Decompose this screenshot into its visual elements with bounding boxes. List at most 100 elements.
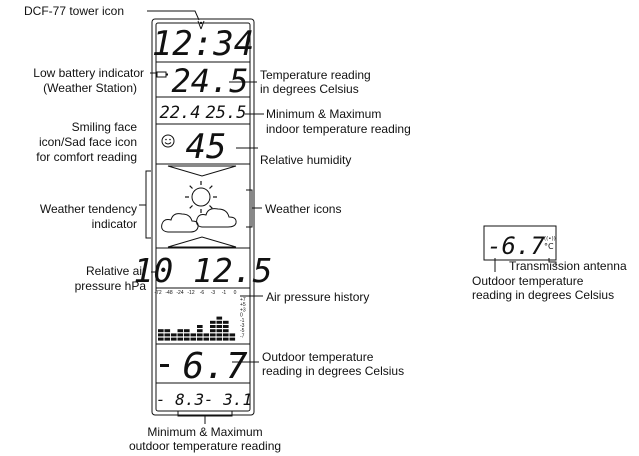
label-remote-outdoor-1: Outdoor temperature	[472, 274, 584, 288]
history-bar-segment	[164, 337, 171, 341]
history-bar-segment	[177, 329, 184, 333]
label-minmax-outdoor-1: Minimum & Maximum	[147, 425, 262, 439]
dcf-tower-icon	[197, 20, 205, 30]
history-bar-segment	[197, 337, 203, 341]
history-bar-segment	[223, 325, 229, 328]
label-air-history: Air pressure history	[266, 290, 369, 304]
label-transmission-antenna: Transmission antenna	[509, 259, 627, 273]
humidity-display: 45	[186, 127, 227, 167]
label-outdoor-temp-2: reading in degrees Celsius	[262, 364, 404, 378]
history-bar-segment	[203, 337, 210, 341]
history-bar-segment	[216, 337, 223, 341]
history-tick-label: -6	[200, 290, 205, 296]
history-bar-segment	[177, 333, 184, 337]
battery-icon	[156, 71, 167, 78]
label-smiling-2: icon/Sad face icon	[39, 135, 137, 149]
sun-icon	[185, 181, 217, 213]
history-bar-segment	[216, 325, 223, 328]
label-smiling-1: Smiling face	[72, 120, 138, 134]
history-bar-segment	[197, 333, 203, 337]
label-rel-air-2: pressure hPa	[75, 279, 147, 293]
history-bar-graph	[158, 316, 236, 341]
label-dcf-tower: DCF-77 tower icon	[24, 4, 124, 18]
history-bar-segment	[216, 329, 223, 333]
callout-lines	[139, 10, 264, 424]
history-bar-segment	[216, 333, 223, 337]
history-bar-segment	[164, 329, 171, 333]
history-scale-label: -1	[240, 318, 245, 324]
history-bar-segment	[210, 325, 216, 328]
indoor-temperature: 24.5	[171, 62, 248, 100]
tendency-up-arrow	[167, 236, 237, 248]
history-bar-segment	[184, 333, 190, 337]
label-relative-humidity: Relative humidity	[260, 153, 351, 167]
display-frame	[151, 18, 255, 416]
outdoor-min-temperature: - 8.3	[156, 390, 204, 409]
indoor-max-temperature: 25.5	[206, 103, 247, 123]
history-bar-segment	[171, 333, 177, 337]
label-remote-outdoor-2: reading in degrees Celsius	[472, 288, 614, 302]
history-scale-label: -3	[240, 323, 245, 329]
history-tick-label: -48	[165, 290, 172, 296]
label-outdoor-temp-1: Outdoor temperature	[262, 350, 374, 364]
history-bar-segment	[197, 325, 203, 328]
remote-display-frame	[483, 225, 557, 261]
outdoor-temperature: 6.7	[182, 346, 247, 387]
history-scale-labels: +7+5+30-1-3-5-7	[240, 297, 246, 339]
history-bar-segment	[158, 329, 164, 333]
history-bar-segment	[171, 337, 177, 341]
label-smiling-3: for comfort reading	[36, 150, 137, 164]
label-low-battery-1: Low battery indicator	[33, 66, 144, 80]
history-tick-label: -24	[176, 290, 183, 296]
history-bar-segment	[210, 329, 216, 333]
cloud-icon-right	[196, 208, 237, 228]
label-minmax-outdoor-2: outdoor temperature reading	[129, 439, 281, 453]
history-bar-segment	[210, 337, 216, 341]
transmission-antenna-icon: ((•))	[544, 236, 556, 242]
label-tendency-1: Weather tendency	[40, 202, 137, 216]
label-weather-icons: Weather icons	[265, 202, 341, 216]
tendency-down-arrow	[167, 165, 237, 177]
history-tick-label: 0	[234, 290, 237, 296]
history-bar-segment	[216, 320, 223, 324]
label-temp-reading-2: in degrees Celsius	[260, 82, 359, 96]
history-bar-segment	[223, 329, 229, 333]
history-bar-segment	[229, 333, 236, 337]
history-bar-segment	[164, 333, 171, 337]
smiley-face-icon	[161, 134, 175, 148]
history-scale-label: 0	[240, 313, 243, 319]
history-bar-segment	[223, 337, 229, 341]
label-minmax-indoor-2: indoor temperature reading	[266, 122, 411, 136]
history-scale-label: +3	[240, 307, 246, 313]
indoor-min-temperature: 22.4	[160, 103, 201, 123]
history-bar-segment	[190, 333, 197, 337]
history-bar-segment	[223, 333, 229, 337]
time-display: 12:34	[152, 24, 254, 64]
remote-unit: °C	[544, 242, 554, 251]
history-bar-segment	[158, 333, 164, 337]
history-bar-segment	[223, 320, 229, 324]
history-scale-label: -5	[240, 328, 245, 334]
history-bar-segment	[184, 329, 190, 333]
label-low-battery-2: (Weather Station)	[43, 81, 137, 95]
history-scale-label: -7	[240, 333, 245, 339]
history-tick-label: -72	[154, 290, 161, 296]
history-bar-segment	[210, 333, 216, 337]
remote-callout-lines	[494, 258, 557, 272]
outdoor-minus-sign	[160, 364, 169, 367]
history-bar-segment	[197, 329, 203, 333]
history-bar-segment	[158, 337, 164, 341]
history-bar-segment	[203, 333, 210, 337]
history-bar-segment	[184, 337, 190, 341]
history-bar-segment	[216, 316, 223, 320]
label-tendency-2: indicator	[92, 217, 137, 231]
history-bar-segment	[210, 320, 216, 324]
history-tick-label: -3	[211, 290, 216, 296]
remote-temperature: -6.7	[487, 232, 545, 260]
history-bar-segment	[177, 337, 184, 341]
history-tick-label: -12	[187, 290, 194, 296]
history-scale-label: +5	[240, 302, 246, 308]
cloud-icon-left	[161, 213, 199, 233]
